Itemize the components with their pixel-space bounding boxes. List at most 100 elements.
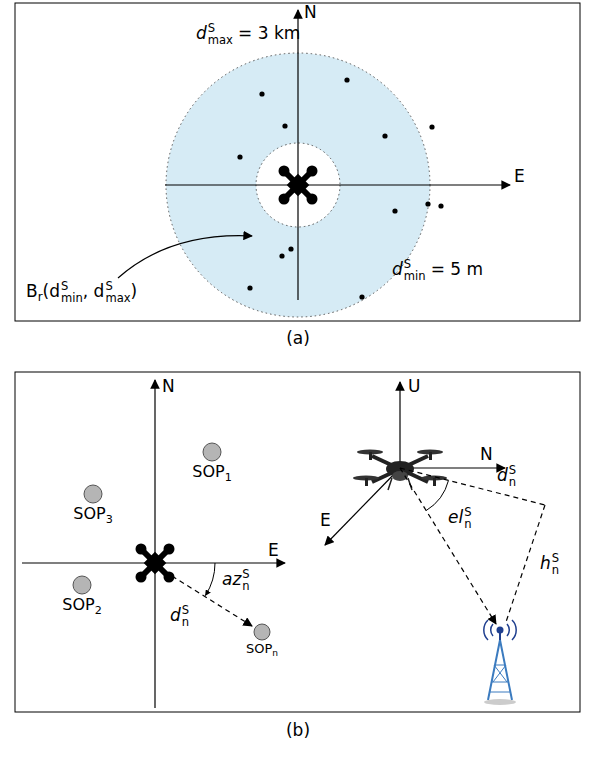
sop-label: SOPn [246, 641, 278, 659]
math-label: E [268, 540, 279, 560]
superscript: S [509, 464, 516, 476]
elevation-arc [426, 480, 448, 510]
math-label: E [514, 166, 525, 186]
subscript: max [105, 292, 130, 304]
math-label: dSn [497, 464, 516, 488]
subscript: max [208, 34, 233, 46]
math-label: Br(dSmin, dSmax) [26, 280, 137, 305]
script-stack: Smin [404, 258, 426, 282]
math-symbol: el [448, 507, 463, 527]
north-axis [400, 467, 505, 468]
math-label: dSn [170, 604, 189, 628]
sop-node: SOP3 [73, 484, 113, 526]
math-symbol: (b) [286, 720, 310, 740]
subscript: r [38, 290, 43, 304]
sop-label: SOP1 [192, 462, 232, 484]
superscript: S [242, 568, 249, 580]
script-stack: Smin [61, 280, 83, 304]
subscript: n [272, 648, 278, 658]
subscript: 1 [225, 471, 232, 484]
math-label: elSn [448, 506, 472, 530]
panel-frame [15, 372, 580, 712]
math-label: dSmax= 3 km [196, 22, 300, 46]
math-label: E [320, 510, 331, 530]
east-axis [325, 468, 400, 545]
sop-node: SOP1 [192, 442, 232, 484]
math-label: (a) [286, 328, 310, 348]
superscript: S [464, 506, 471, 518]
sop-label: SOP3 [73, 504, 113, 526]
superscript: S [552, 552, 559, 564]
drone-icon [279, 166, 318, 205]
up-axis [399, 382, 400, 468]
subscript: min [61, 292, 83, 304]
sop-name: SOP [73, 504, 105, 523]
math-symbol: E [514, 166, 525, 186]
math-symbol: (d [43, 281, 60, 301]
sop-circle-shape [73, 576, 91, 594]
sop-node: SOP2 [62, 575, 102, 617]
math-symbol: = 3 km [238, 23, 300, 43]
math-symbol: = 5 m [431, 259, 483, 279]
math-symbol: d [392, 259, 403, 279]
sop-dots [237, 77, 443, 299]
drone-photo [353, 450, 447, 491]
math-label: N [480, 444, 493, 464]
math-symbol: N [304, 2, 317, 22]
horizontal-range-line [400, 468, 545, 505]
math-symbol: d [196, 23, 207, 43]
sop-circle [202, 442, 222, 462]
math-symbol: E [320, 510, 331, 530]
panel-frame [15, 3, 580, 321]
math-label: (b) [286, 720, 310, 740]
script-stack: Sn [552, 552, 559, 576]
math-label: dSmin= 5 m [392, 258, 483, 282]
sop-circle-shape [254, 624, 270, 640]
subscript: n [464, 518, 471, 530]
math-label: N [304, 2, 317, 22]
superscript: S [404, 258, 426, 270]
math-symbol: N [480, 444, 493, 464]
sop-circle [72, 575, 92, 595]
math-label: hSn [540, 552, 559, 576]
math-symbol: , d [83, 281, 105, 301]
superscript: S [105, 280, 130, 292]
sop-circle [83, 484, 103, 504]
script-stack: Sn [182, 604, 189, 628]
math-symbol: d [497, 465, 508, 485]
callout-arrow [118, 236, 252, 278]
north-axis [154, 380, 155, 708]
math-symbol: d [170, 605, 181, 625]
sop-circle [253, 623, 271, 641]
script-stack: Sn [464, 506, 471, 530]
subscript: min [404, 270, 426, 282]
script-stack: Sn [509, 464, 516, 488]
north-axis [297, 10, 298, 300]
subscript: n [182, 616, 189, 628]
math-symbol: h [540, 553, 551, 573]
math-symbol: (a) [286, 328, 310, 348]
math-symbol: U [408, 376, 420, 396]
sop-node: SOPn [246, 623, 278, 659]
superscript: S [208, 22, 233, 34]
sop-name: SOP [246, 641, 272, 656]
subscript: 3 [106, 513, 113, 526]
azimuth-arc [205, 563, 215, 596]
superscript: S [182, 604, 189, 616]
east-axis [165, 184, 510, 185]
math-symbol: ) [131, 281, 138, 301]
script-stack: Smax [208, 22, 233, 46]
subscript: 2 [95, 604, 102, 617]
script-stack: Smax [105, 280, 130, 304]
subscript: n [242, 580, 249, 592]
drone-icon [136, 544, 175, 583]
math-label: U [408, 376, 420, 396]
sop-name: SOP [192, 462, 224, 481]
script-stack: Sn [242, 568, 249, 592]
math-symbol: az [222, 569, 241, 589]
subscript: n [509, 476, 516, 488]
math-symbol: E [268, 540, 279, 560]
math-label: N [162, 376, 175, 396]
height-line [506, 505, 545, 622]
